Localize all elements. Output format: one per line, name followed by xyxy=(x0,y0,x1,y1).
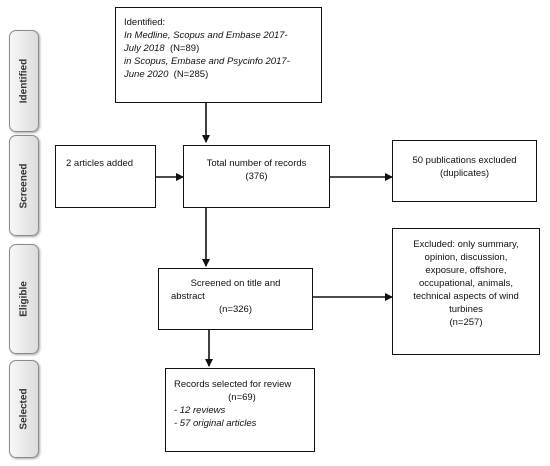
articles-added-text: 2 articles added xyxy=(66,158,134,169)
excluded-reasons-box: Excluded: only summary, opinion, discuss… xyxy=(392,228,540,355)
identified-heading: Identified: xyxy=(124,17,166,28)
stage-tab-selected: Selected xyxy=(9,360,39,458)
excluded-reasons-line-3: exposure, offshore, xyxy=(425,265,507,276)
records-selected-original-articles: - 57 original articles xyxy=(174,418,257,429)
screened-box: Screened on title and abstract (n=326) xyxy=(158,268,313,330)
screened-label-2: abstract xyxy=(171,291,205,302)
total-records-count: (376) xyxy=(245,171,268,182)
excluded-reasons-line-4: occupational, animals, xyxy=(419,278,513,289)
excluded-reasons-line-1: Excluded: only summary, xyxy=(413,239,519,250)
records-selected-reviews: - 12 reviews xyxy=(174,405,226,416)
total-records-label: Total number of records xyxy=(206,158,307,169)
stage-tab-eligible: Eligible xyxy=(9,244,39,354)
excluded-reasons-count: (n=257) xyxy=(449,317,483,328)
total-records-box: Total number of records (376) xyxy=(183,145,330,208)
articles-added-box: 2 articles added xyxy=(55,145,156,208)
identified-source2-period: June 2020 (N=285) xyxy=(124,68,315,81)
records-selected-count: (n=69) xyxy=(228,392,256,403)
identified-source2-databases: in Scopus, Embase and Psycinfo 2017- xyxy=(124,56,290,67)
excluded-reasons-line-6: turbines xyxy=(449,304,483,315)
screened-label-1: Screened on title and xyxy=(190,278,281,289)
records-selected-label: Records selected for review xyxy=(174,379,292,390)
identified-source1-databases: In Medline, Scopus and Embase 2017- xyxy=(124,30,288,41)
excluded-reasons-line-5: technical aspects of wind xyxy=(413,291,519,302)
identified-source1-dates: July 2018 xyxy=(124,43,165,54)
records-selected-box: Records selected for review (n=69) - 12 … xyxy=(165,368,315,452)
identified-source2-count: (N=285) xyxy=(173,69,209,80)
duplicates-excluded-label: 50 publications excluded xyxy=(412,155,517,166)
identified-source1-period: July 2018 (N=89) xyxy=(124,42,315,55)
stage-tab-screened: Screened xyxy=(9,135,39,236)
screened-count: (n=326) xyxy=(218,304,252,315)
identified-source1-count: (N=89) xyxy=(169,43,200,54)
identified-source2-dates: June 2020 xyxy=(124,69,169,80)
duplicates-excluded-reason: (duplicates) xyxy=(439,168,490,179)
excluded-reasons-line-2: opinion, discussion, xyxy=(424,252,508,263)
duplicates-excluded-box: 50 publications excluded (duplicates) xyxy=(392,140,537,202)
stage-tab-identified: Identified xyxy=(9,30,39,132)
identified-box: Identified: In Medline, Scopus and Embas… xyxy=(115,7,322,103)
